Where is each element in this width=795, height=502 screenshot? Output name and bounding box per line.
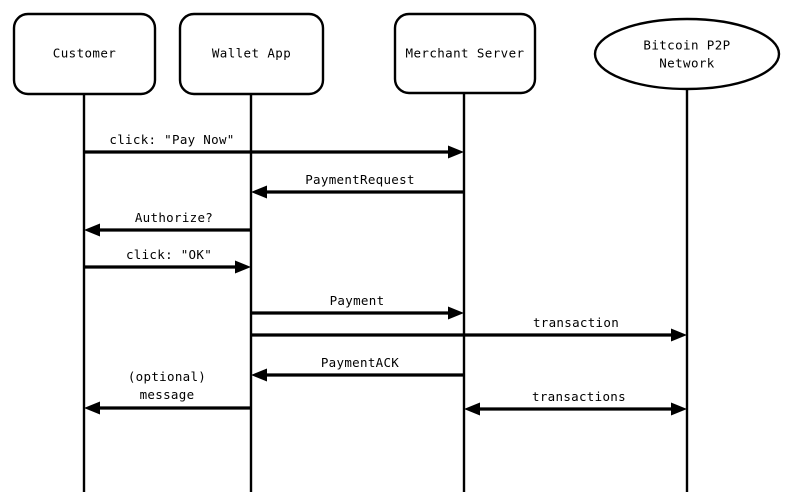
arrowhead-right-icon <box>448 145 464 159</box>
arrowhead-left-icon <box>251 185 267 199</box>
participant-bitcoin-p2p-network-label-line2: Network <box>659 56 715 71</box>
participant-wallet-app[interactable]: Wallet App <box>178 12 325 96</box>
arrowhead-right-icon <box>671 402 687 416</box>
message-click-ok-label: click: "OK" <box>126 247 212 262</box>
message-payment-label: Payment <box>330 293 385 308</box>
message-payment[interactable]: Payment <box>251 293 464 320</box>
participant-customer-label: Customer <box>53 46 116 61</box>
message-payment-request-label: PaymentRequest <box>305 172 415 187</box>
participant-wallet-app-box[interactable] <box>178 12 325 96</box>
participant-bitcoin-p2p-network-label-line1: Bitcoin P2P <box>643 38 730 53</box>
message-authorize-label: Authorize? <box>135 210 213 225</box>
message-transaction[interactable]: transaction <box>251 315 687 342</box>
participant-bitcoin-p2p-network-ellipse[interactable] <box>593 17 781 91</box>
participant-merchant-server-label: Merchant Server <box>406 46 525 61</box>
message-authorize[interactable]: Authorize? <box>84 210 251 237</box>
participant-bitcoin-p2p-network[interactable]: Bitcoin P2P Network <box>593 17 781 91</box>
message-transaction-label: transaction <box>533 315 619 330</box>
participant-customer[interactable]: Customer <box>12 12 157 96</box>
message-payment-request[interactable]: PaymentRequest <box>251 172 464 199</box>
arrowhead-right-icon <box>235 260 251 274</box>
messages-layer: click: "Pay Now" PaymentRequest Authoriz… <box>84 132 687 416</box>
message-transactions-label: transactions <box>532 389 626 404</box>
lifelines-layer <box>82 89 689 492</box>
message-payment-ack-label: PaymentACK <box>321 355 399 370</box>
arrowhead-left-icon <box>464 402 480 416</box>
message-click-pay-now[interactable]: click: "Pay Now" <box>84 132 464 159</box>
message-optional-message-label-line2: message <box>140 387 195 402</box>
message-click-ok[interactable]: click: "OK" <box>84 247 251 274</box>
arrowhead-right-icon <box>448 306 464 320</box>
message-click-pay-now-label: click: "Pay Now" <box>109 132 234 147</box>
message-optional-message[interactable]: (optional) message <box>84 369 251 415</box>
arrowhead-left-icon <box>84 223 100 237</box>
participant-wallet-app-label: Wallet App <box>212 46 291 61</box>
message-optional-message-label-line1: (optional) <box>128 369 206 384</box>
arrowhead-left-icon <box>84 401 100 415</box>
participant-merchant-server-box[interactable] <box>393 12 537 95</box>
message-transactions[interactable]: transactions <box>464 389 687 416</box>
arrowhead-right-icon <box>671 328 687 342</box>
arrowhead-left-icon <box>251 368 267 382</box>
message-payment-ack[interactable]: PaymentACK <box>251 355 464 382</box>
participants-layer: Customer Wallet App Merchant Server Bitc… <box>12 12 781 96</box>
participant-merchant-server[interactable]: Merchant Server <box>393 12 537 95</box>
participant-customer-box[interactable] <box>12 12 157 96</box>
